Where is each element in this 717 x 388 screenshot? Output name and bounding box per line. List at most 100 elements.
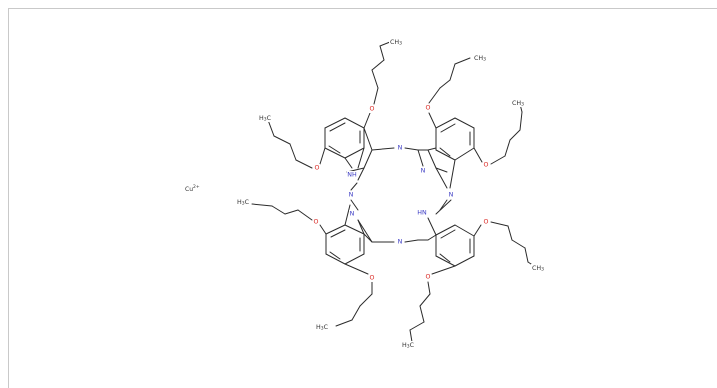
atom-label-text: CH3 [390,39,402,47]
bond-47 [295,159,313,169]
bond-60 [519,111,523,131]
benzene-ring-lower-right [435,255,456,267]
benzene-ring-lower-right [435,224,456,236]
bond-40 [363,112,371,129]
atom-label-text: O [484,219,489,226]
atom-ch3-6: CH3 [531,264,545,272]
atom-o-ll-bottom: O [369,274,375,282]
atom-label-text: O [314,219,319,226]
atom-label-text: O [315,165,320,172]
copper-ion-label: Cu2+ [185,185,200,193]
benzene-ring-lower-left [325,224,346,235]
bond-57 [490,155,506,165]
atom-label-text: H3C [316,324,329,332]
bond-21 [427,149,437,169]
bond-30 [357,219,365,235]
bond-35 [427,217,437,236]
bond-48 [289,143,297,161]
bond-81 [419,305,425,323]
bond-82 [409,321,425,331]
bond-12 [363,127,373,151]
atom-label-text: N [421,168,426,175]
bond-3 [440,123,456,133]
ion-charge: 2+ [193,185,200,190]
bond-15 [357,147,365,169]
benzene-ring-lower-left [344,253,365,265]
atom-label-text: N [350,211,355,218]
bond-25 [435,167,448,189]
bond-83 [409,329,413,343]
atom-o-ul-top: O [369,105,375,113]
atom-label-text: O [370,275,375,282]
bond-75 [511,239,526,249]
bond-41 [373,87,379,105]
bond-36 [439,199,448,211]
bond-58 [504,139,511,157]
atom-ch3-1: CH3 [389,38,403,46]
bond-33 [427,234,437,241]
benzene-ring-upper-right [435,149,456,161]
bond-51 [428,112,437,129]
bond-19 [350,182,358,191]
atom-label-text: O [426,105,431,112]
atom-o-lr-right: O [483,218,489,226]
bond-67 [344,263,369,275]
benzene-ring-upper-left [344,117,365,129]
benzene-ring-upper-right [454,117,475,129]
atom-ch3-5: H3C [236,198,250,206]
atom-n-meso-bottom: N [397,238,403,246]
benzene-ring-upper-left [324,117,346,129]
atom-o-ll-left: O [313,218,319,226]
atom-label-text: H3C [402,342,415,350]
ion-symbol: Cu [185,186,193,193]
atom-ch3-3: CH3 [511,99,525,107]
atom-label-text: O [370,106,375,113]
benzene-ring-lower-right [454,224,475,237]
bond-layer [251,41,535,343]
atom-n-meso-top: N [397,144,403,152]
atom-o-ur-right: O [483,161,489,169]
bond-37 [435,199,452,215]
atom-label-text: HN [417,210,427,217]
atom-label-text: H3C [259,115,272,123]
benzene-ring-upper-left [324,147,346,159]
bond-39 [344,204,351,226]
atom-label-text: O [484,162,489,169]
atom-n-pyrrole-lr: HN [417,209,427,217]
bond-17 [404,147,419,151]
bond-79 [427,281,431,295]
atom-o-lr-bottom: O [425,273,431,281]
atom-ch3-2: CH3 [473,54,487,62]
atom-n-meso-left: N [348,191,354,199]
atom-label-text: O [426,274,431,281]
benzene-ring-lower-left [344,224,365,235]
bond-64 [284,209,299,215]
atom-ch3-4: H3C [258,114,272,122]
benzene-ring-lower-right [454,255,475,267]
bond-26 [350,199,359,211]
atom-label-text: N [449,192,454,199]
bond-44 [379,45,385,61]
bond-6 [330,229,346,238]
bond-76 [524,247,529,263]
bond-63 [297,209,313,221]
bond-80 [419,293,431,307]
atom-ch3-8: H3C [401,341,415,349]
bond-43 [371,59,385,71]
bond-54 [449,63,456,81]
atom-o-ul-left: O [314,164,320,172]
bond-74 [507,225,513,241]
bond-16 [371,147,395,151]
bond-49 [273,135,291,145]
bond-55 [454,57,471,65]
atom-label-text: N [398,239,403,246]
bond-71 [335,319,353,327]
bond-24 [417,149,424,167]
bond-73 [490,221,509,227]
bond-2 [328,145,341,154]
bond-9 [440,229,456,239]
atom-label-text: H3C [237,199,250,207]
bond-42 [371,69,379,89]
